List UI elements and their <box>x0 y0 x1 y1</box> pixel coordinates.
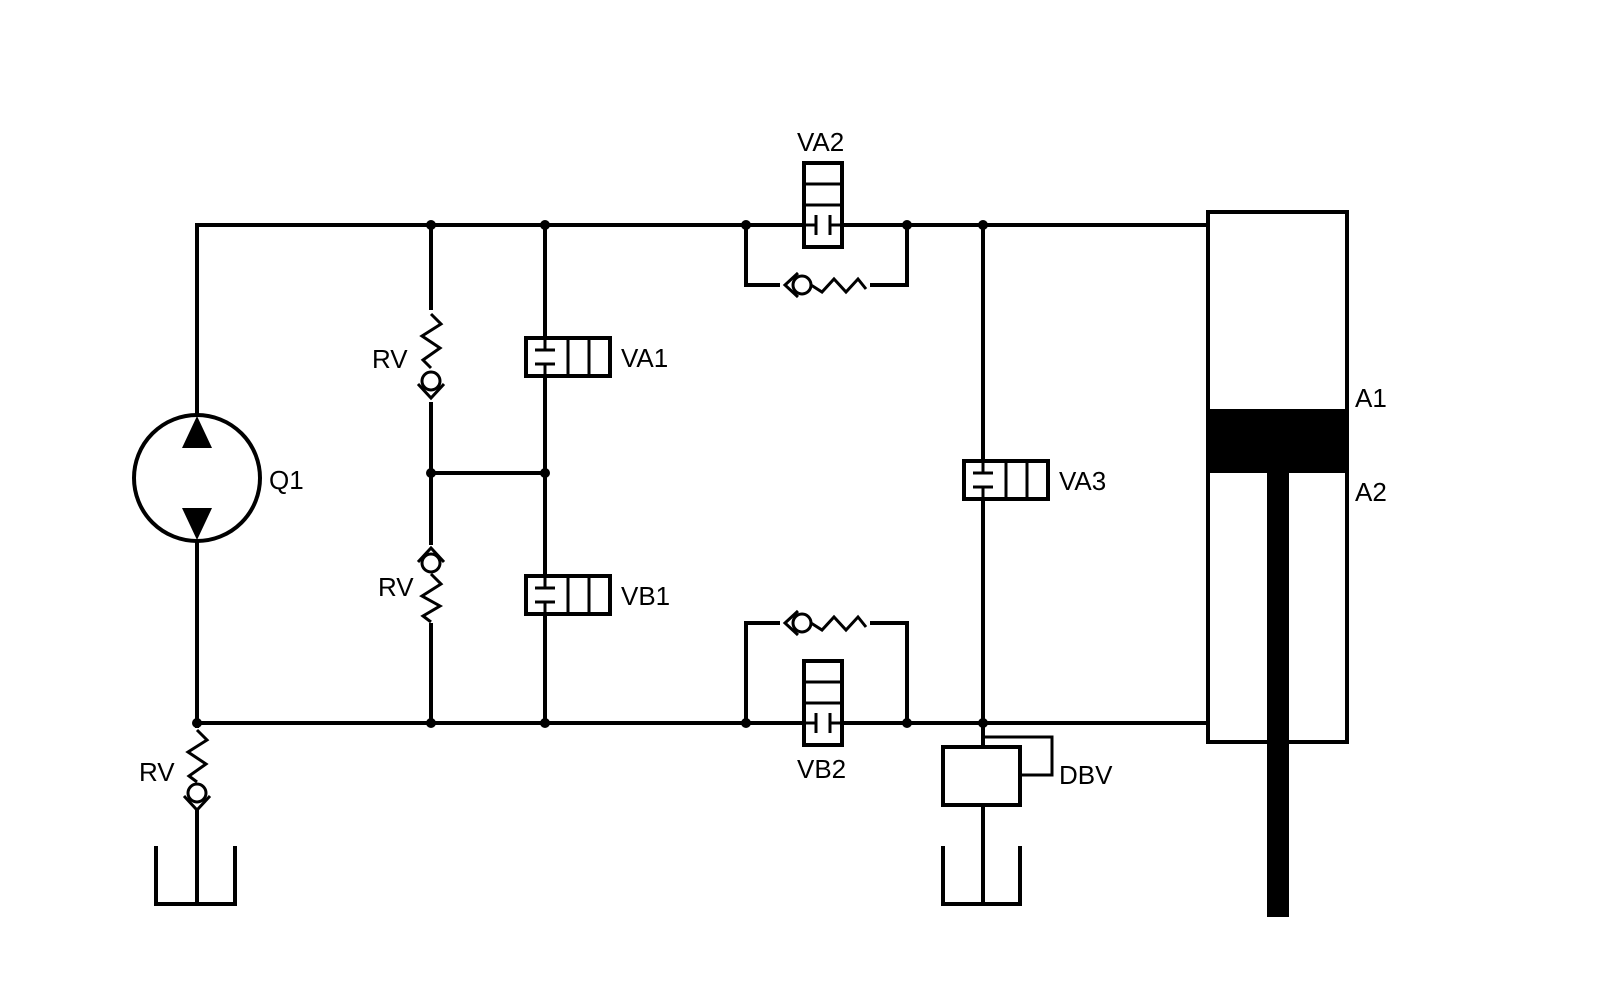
valve-vb2-label: VB2 <box>797 754 846 784</box>
valve-vb1: VB1 <box>524 574 670 616</box>
check-seat-icon <box>416 382 446 401</box>
rv-top-label: RV <box>372 344 408 374</box>
tank-left <box>154 846 237 906</box>
rv-middle-label: RV <box>378 572 414 602</box>
dbv-body <box>941 745 1022 807</box>
spring-icon <box>810 276 868 295</box>
check-seat-icon <box>182 794 212 813</box>
junction-dot <box>426 468 436 478</box>
pump-arrow-down-icon <box>182 508 212 540</box>
tank-right <box>941 846 1022 906</box>
dbv-pilot-line <box>983 735 1054 777</box>
junction-dot <box>978 718 988 728</box>
check-ball-icon <box>420 552 442 574</box>
valve-va3: VA3 <box>962 459 1106 501</box>
hydraulic-cylinder: A1 A2 <box>1206 210 1387 917</box>
dbv-label: DBV <box>1059 760 1113 790</box>
junction-dot <box>978 220 988 230</box>
tank-left-icon <box>154 846 237 906</box>
pump-arrow-up-icon <box>182 416 212 448</box>
pump-label: Q1 <box>269 465 304 495</box>
tank-right-icon <box>941 846 1022 906</box>
main-lines <box>195 223 1210 902</box>
cylinder-rod <box>1267 470 1289 917</box>
valve-va1-label: VA1 <box>621 343 668 373</box>
check-valve-rv-top: RV <box>372 310 446 402</box>
valve-va2-group: VA2 <box>744 127 909 299</box>
chamber-a1-label: A1 <box>1355 383 1387 413</box>
check-ball-icon <box>186 782 208 804</box>
junction-dot <box>540 220 550 230</box>
junction-dot <box>426 220 436 230</box>
valve-vb1-label: VB1 <box>621 581 670 611</box>
junction-dot <box>540 718 550 728</box>
check-seat-icon <box>782 271 800 299</box>
valve-vb2-group: VB2 <box>744 609 909 784</box>
check-valve-rv-middle: RV <box>378 545 446 624</box>
relief-valve-dbv: DBV <box>941 735 1113 807</box>
junctions <box>192 220 988 728</box>
spring-icon <box>419 572 444 624</box>
spring-icon <box>419 312 444 370</box>
check-seat-icon <box>782 609 800 637</box>
cylinder-piston <box>1210 409 1345 473</box>
valve-va3-label: VA3 <box>1059 466 1106 496</box>
valve-va2-label: VA2 <box>797 127 844 157</box>
valve-va1: VA1 <box>524 336 668 378</box>
spring-icon <box>185 728 210 784</box>
chamber-a2-label: A2 <box>1355 477 1387 507</box>
junction-dot <box>426 718 436 728</box>
junction-dot <box>192 718 202 728</box>
check-ball-icon <box>791 274 813 296</box>
rv-bottom-label: RV <box>139 757 175 787</box>
pump-circle <box>132 413 262 543</box>
check-ball-icon <box>791 612 813 634</box>
check-valve-rv-bottom: RV <box>139 728 212 813</box>
spring-icon <box>810 614 868 633</box>
pump-q1: Q1 <box>132 413 304 543</box>
check-ball-icon <box>420 370 442 392</box>
junction-dot <box>540 468 550 478</box>
